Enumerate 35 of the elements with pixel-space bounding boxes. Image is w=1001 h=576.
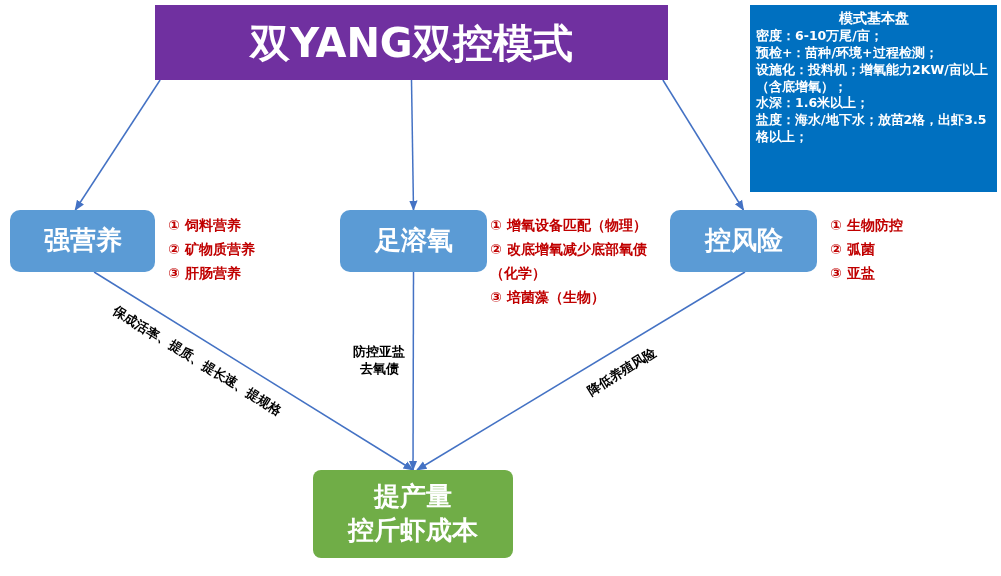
node-text: 控斤虾成本 bbox=[348, 514, 478, 547]
panel-heading: 模式基本盘 bbox=[837, 9, 910, 28]
connector-arrow bbox=[93, 271, 414, 471]
panel-text: 密度：6-10万尾/亩； bbox=[756, 27, 884, 45]
connector-arrow bbox=[409, 79, 418, 212]
connector-arrow bbox=[662, 79, 745, 211]
panel-text: 水深：1.6米以上； bbox=[756, 95, 871, 112]
category-box bbox=[340, 210, 487, 272]
category-box bbox=[670, 210, 817, 272]
list-item: ③ 培菌藻（生物） bbox=[490, 288, 606, 307]
connector-arrow bbox=[408, 271, 418, 472]
list-item: ① 生物防控 bbox=[830, 216, 904, 235]
title-box bbox=[155, 5, 668, 80]
node-text: 强营养 bbox=[43, 224, 122, 258]
connector-arrow bbox=[74, 79, 161, 211]
list-item: ① 饲料营养 bbox=[168, 216, 242, 235]
list-item: ② 改底增氧减少底部氧债（化学） bbox=[490, 240, 648, 283]
list-item: ② 弧菌 bbox=[830, 240, 876, 259]
node-text: 足溶氧 bbox=[374, 224, 453, 258]
node-text: 控风险 bbox=[704, 224, 783, 258]
goal-box bbox=[313, 470, 513, 558]
category-box bbox=[10, 210, 155, 272]
connector-arrow bbox=[416, 271, 746, 471]
list-item: ② 矿物质营养 bbox=[168, 240, 256, 259]
panel-text: 设施化：投料机；增氧能力2KW/亩以上（含底增氧）； bbox=[756, 61, 989, 96]
node-text: 提产量 bbox=[374, 480, 452, 514]
info-panel bbox=[750, 5, 997, 192]
list-item: ③ 亚盐 bbox=[830, 264, 876, 283]
panel-text: 盐度：海水/地下水；放苗2格，出虾3.5格以上； bbox=[756, 112, 988, 146]
list-item: ① 增氧设备匹配（物理） bbox=[490, 216, 648, 235]
node-text: 双YANG双控模式 bbox=[250, 18, 573, 68]
list-item: ③ 肝肠营养 bbox=[168, 264, 242, 283]
edge-label: 保成活率、提质、提长速、提规格 bbox=[109, 301, 286, 421]
panel-text: 预检+：苗种/环境+过程检测； bbox=[756, 44, 939, 62]
edge-label: 降低养殖风险 bbox=[583, 343, 660, 401]
